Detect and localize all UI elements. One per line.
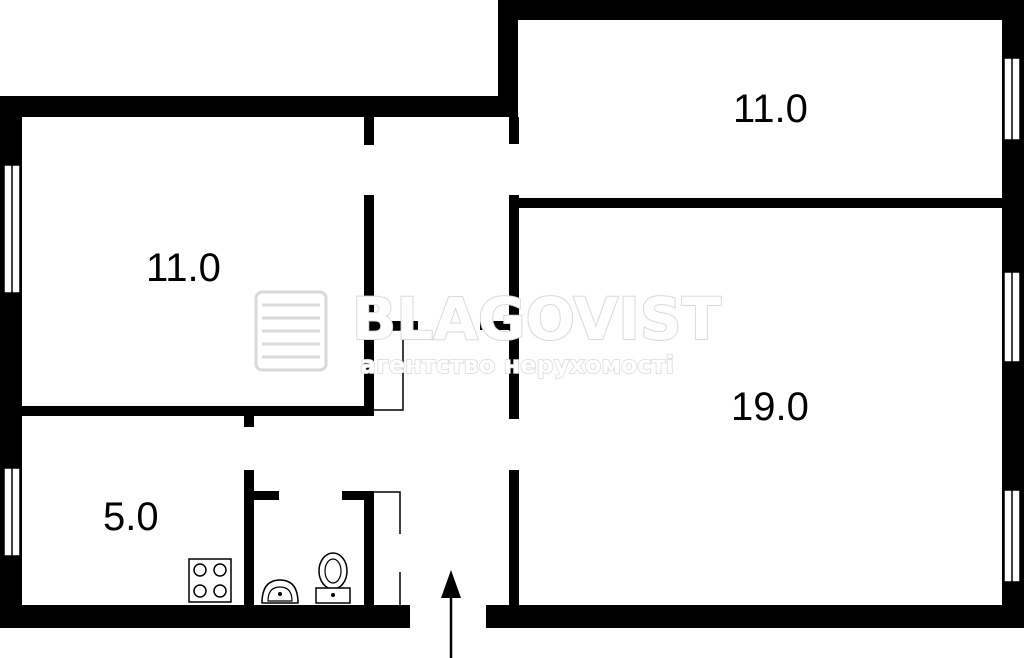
watermark-logo-icon <box>254 290 328 372</box>
window-left-lower <box>3 467 21 557</box>
room-label-large: 19.0 <box>731 385 809 429</box>
room-label-top-left: 11.0 <box>146 246 221 290</box>
watermark-tagline: агентство нерухомості <box>360 351 674 379</box>
entrance-arrow-icon <box>441 570 461 658</box>
watermark: BLAGOVIST агентство нерухомості <box>254 284 723 380</box>
window-left-upper <box>3 164 21 294</box>
toilet-icon <box>315 552 351 604</box>
window-right-middle <box>1003 271 1021 363</box>
room-label-top-right: 11.0 <box>733 87 808 131</box>
watermark-brand: BLAGOVIST <box>352 285 722 353</box>
interior-walls <box>22 117 1002 605</box>
stove-icon <box>188 558 232 603</box>
window-right-bottom <box>1003 489 1021 583</box>
window-right-top <box>1003 57 1021 141</box>
room-label-kitchen: 5.0 <box>103 495 159 539</box>
windows <box>3 57 1021 583</box>
sink-icon <box>261 579 299 604</box>
door-lines <box>374 329 404 605</box>
